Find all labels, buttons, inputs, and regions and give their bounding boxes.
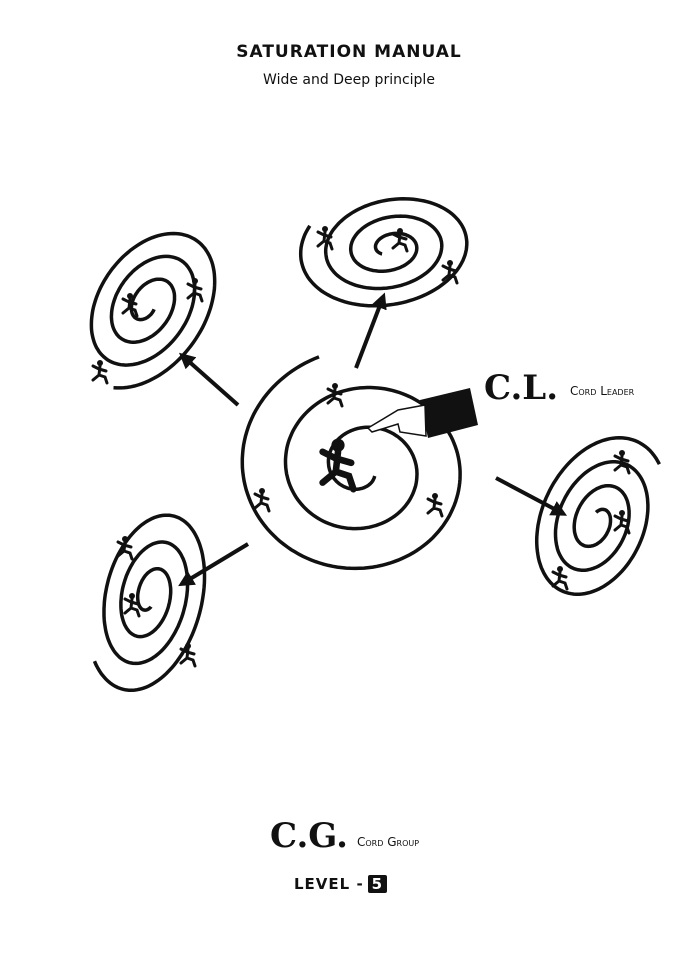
cord-group-abbr: C.G.: [270, 816, 348, 856]
level-number: 5: [367, 875, 388, 893]
level-label: LEVEL -: [294, 875, 364, 893]
central-spiral: [240, 355, 462, 571]
runner-figure-icon: [551, 564, 569, 591]
page-title: SATURATION MANUAL: [236, 42, 462, 62]
spiral-bottom-left: [92, 513, 207, 693]
spiral-top-left: [89, 231, 217, 390]
runner-figure-icon: [91, 358, 109, 385]
runner-figure-icon: [116, 534, 134, 561]
runner-figure-icon: [426, 491, 444, 518]
spiral-right: [534, 436, 661, 596]
cord-leader-label: Cord Leader: [570, 384, 635, 398]
arrow-to-bottom-left-icon: [178, 542, 250, 587]
cord-leader-abbr: C.L.: [484, 368, 559, 408]
runner-figure-icon: [253, 486, 271, 513]
cord-group-label: Cord Group: [357, 835, 420, 849]
arrow-to-right-icon: [495, 476, 568, 516]
arrow-to-top-icon: [354, 292, 387, 369]
runner-figure-icon: [613, 508, 631, 535]
arrow-to-top-left-icon: [179, 352, 240, 407]
spiral-top: [298, 197, 469, 308]
runner-figure-icon: [391, 226, 409, 253]
level-indicator: LEVEL -5: [294, 875, 388, 893]
page-subtitle: Wide and Deep principle: [263, 72, 435, 88]
pointing-hand-icon: [366, 388, 478, 438]
